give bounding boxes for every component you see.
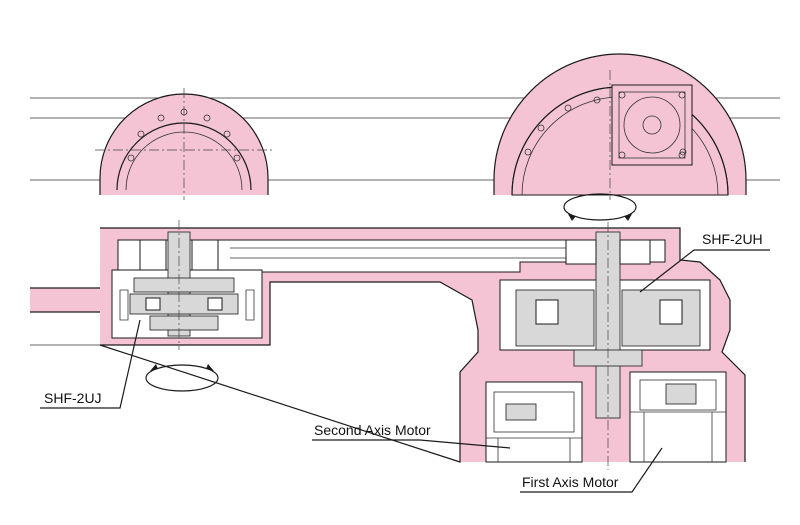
rotation-arrow-first-axis — [563, 193, 637, 221]
first-joint-top-view — [493, 53, 747, 200]
rotation-arrow-second-axis — [145, 364, 219, 392]
label-shf-2uh: SHF-2UH — [702, 231, 763, 247]
label-shf-2uj: SHF-2UJ — [44, 390, 102, 406]
label-shf-2uh-group: SHF-2UH — [639, 231, 770, 293]
second-axis-motor-body — [485, 381, 583, 463]
first-axis-motor-body — [629, 371, 727, 463]
shf-2uj-gear-unit — [119, 220, 255, 350]
shf-2uh-gear-unit — [515, 222, 701, 470]
second-joint-top-view — [95, 88, 275, 200]
label-second-axis-motor: Second Axis Motor — [314, 422, 431, 438]
label-second-axis-motor-group: Second Axis Motor — [312, 422, 511, 449]
label-first-axis-motor: First Axis Motor — [522, 474, 619, 490]
label-first-axis-motor-group: First Axis Motor — [520, 447, 663, 493]
top-view — [30, 53, 780, 221]
label-shf-2uj-group: SHF-2UJ — [40, 319, 141, 409]
side-section-view — [30, 220, 746, 470]
